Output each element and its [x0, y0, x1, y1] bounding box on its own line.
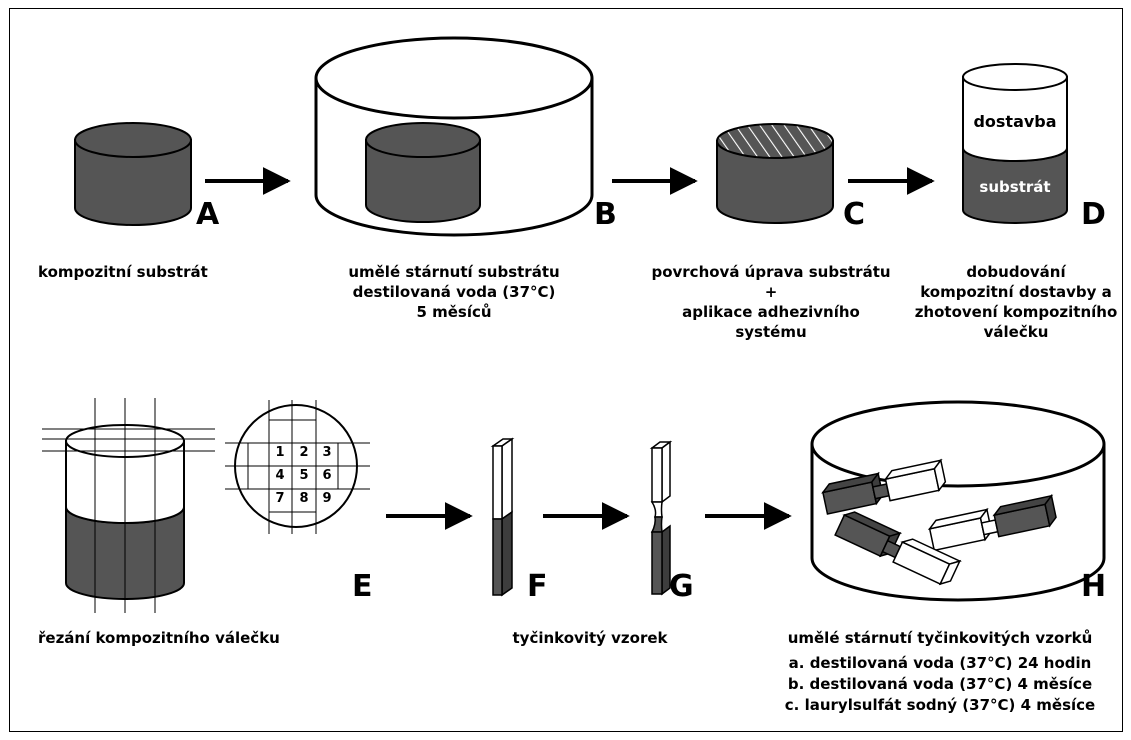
- caption-A: kompozitní substrát: [38, 263, 208, 281]
- grid-number-7: 7: [275, 491, 284, 506]
- cross-section-grid: [225, 400, 370, 534]
- aged-stick-1: [821, 458, 947, 515]
- grid-number-3: 3: [322, 445, 331, 460]
- grid-number-8: 8: [299, 491, 308, 506]
- caption-D: dobudování kompozitní dostavby a zhotove…: [914, 263, 1118, 341]
- panel-letter-C: C: [843, 197, 866, 232]
- grid-number-1: 1: [275, 445, 284, 460]
- diagram-frame: [9, 8, 1123, 732]
- cylinder-B: [365, 122, 481, 223]
- grid-number-9: 9: [322, 491, 331, 506]
- label-dostavba: dostavba: [973, 112, 1057, 131]
- panel-letter-H: H: [1081, 569, 1107, 604]
- panel-letter-D: D: [1081, 197, 1106, 232]
- cylinder-C: [716, 123, 834, 224]
- panel-letter-A: A: [196, 197, 220, 232]
- caption-C: povrchová úprava substrátu + aplikace ad…: [651, 263, 891, 341]
- stick-G: [649, 440, 673, 596]
- panel-letter-E: E: [352, 569, 373, 604]
- grid-number-6: 6: [322, 468, 331, 483]
- cut-lines-E: [42, 398, 215, 613]
- cylinder-D: [962, 63, 1068, 224]
- cylinder-A: [74, 122, 192, 226]
- caption-F: tyčinkovitý vzorek: [512, 629, 668, 647]
- aged-stick-2: [927, 494, 1057, 552]
- stick-F: [490, 437, 515, 597]
- grid-number-5: 5: [299, 468, 308, 483]
- grid-number-4: 4: [275, 468, 284, 483]
- panel-letter-G: G: [669, 569, 694, 604]
- caption-H: umělé stárnutí tyčinkovitých vzorků a. d…: [784, 629, 1096, 714]
- panel-letter-F: F: [527, 569, 548, 604]
- grid-number-2: 2: [299, 445, 308, 460]
- caption-B: umělé stárnutí substrátu destilovaná vod…: [348, 263, 560, 321]
- caption-E: řezání kompozitního válečku: [38, 629, 280, 647]
- aged-stick-3: [834, 511, 962, 586]
- label-substrat: substrát: [979, 178, 1051, 196]
- panel-letter-B: B: [594, 197, 617, 232]
